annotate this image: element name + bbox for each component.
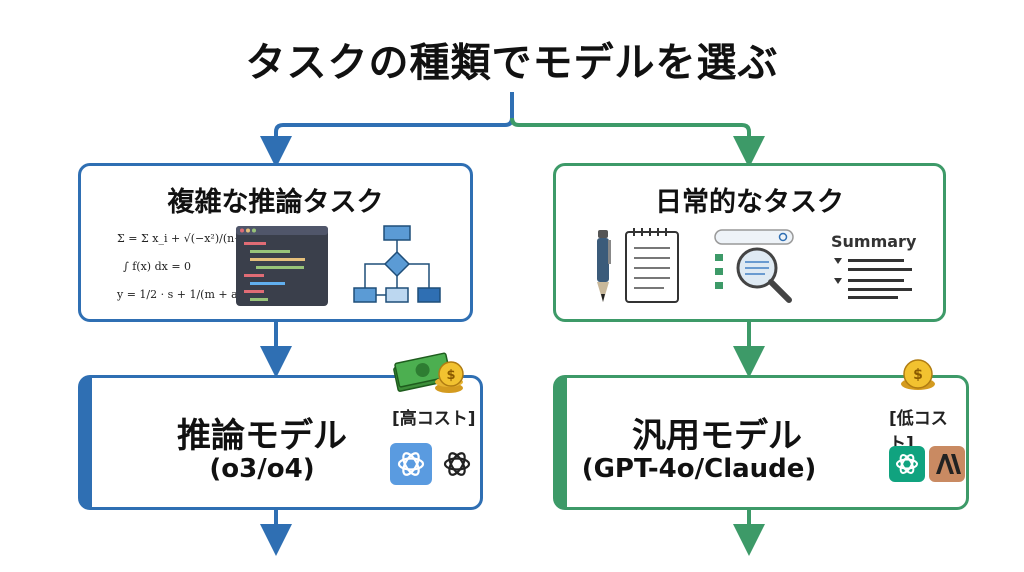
reasoning-model-name: 推論モデル — [177, 416, 347, 456]
flowchart-icon — [353, 225, 441, 303]
daily-task-title: 日常的なタスク — [655, 187, 844, 218]
daily-task-box: 日常的なタスク Summary — [553, 163, 946, 322]
general-model-name: 汎用モデル — [632, 416, 802, 456]
openai-logo-icon — [436, 443, 478, 485]
summary-list-icon — [834, 258, 912, 299]
reasoning-model-box: 推論モデル (o3/o4) [高コスト] — [78, 375, 483, 510]
math-line-2: ∫ f(x) dx = 0 — [123, 260, 192, 273]
search-magnifier-icon — [714, 229, 794, 303]
openai-logo-icon — [889, 446, 925, 482]
connector-left-top — [260, 92, 514, 168]
svg-text:$: $ — [446, 368, 455, 383]
high-cost-label: [高コスト] — [392, 409, 476, 429]
svg-text:$: $ — [913, 367, 923, 383]
complex-task-title: 複雑な推論タスク — [167, 187, 384, 218]
openai-logo-icon — [390, 443, 432, 485]
money-stack-icon: $ — [393, 352, 464, 393]
summary-label: Summary — [831, 232, 917, 251]
reasoning-model-sub: (o3/o4) — [209, 454, 315, 484]
pen-icon — [597, 230, 611, 302]
notepad-icon — [625, 228, 679, 303]
general-model-box: 汎用モデル (GPT-4o/Claude) [低コスト] — [553, 375, 969, 510]
coin-icon: $ — [901, 359, 935, 390]
connector-right-top — [510, 117, 765, 168]
math-line-1: Σ = Σ x_i + √(−x²)/(n−b) — [117, 232, 255, 245]
anthropic-logo-icon — [929, 446, 965, 482]
complex-task-box: 複雑な推論タスク Σ = Σ x_i + √(−x²)/(n−b) ∫ f(x)… — [78, 163, 473, 322]
code-editor-icon — [236, 226, 328, 306]
formula-icon: Σ = Σ x_i + √(−x²)/(n−b) ∫ f(x) dx = 0 y… — [117, 224, 255, 310]
page-title: タスクの種類でモデルを選ぶ — [245, 40, 779, 86]
math-line-3: y = 1/2 · s + 1/(m + a²) — [117, 288, 247, 301]
general-model-sub: (GPT-4o/Claude) — [581, 454, 817, 484]
